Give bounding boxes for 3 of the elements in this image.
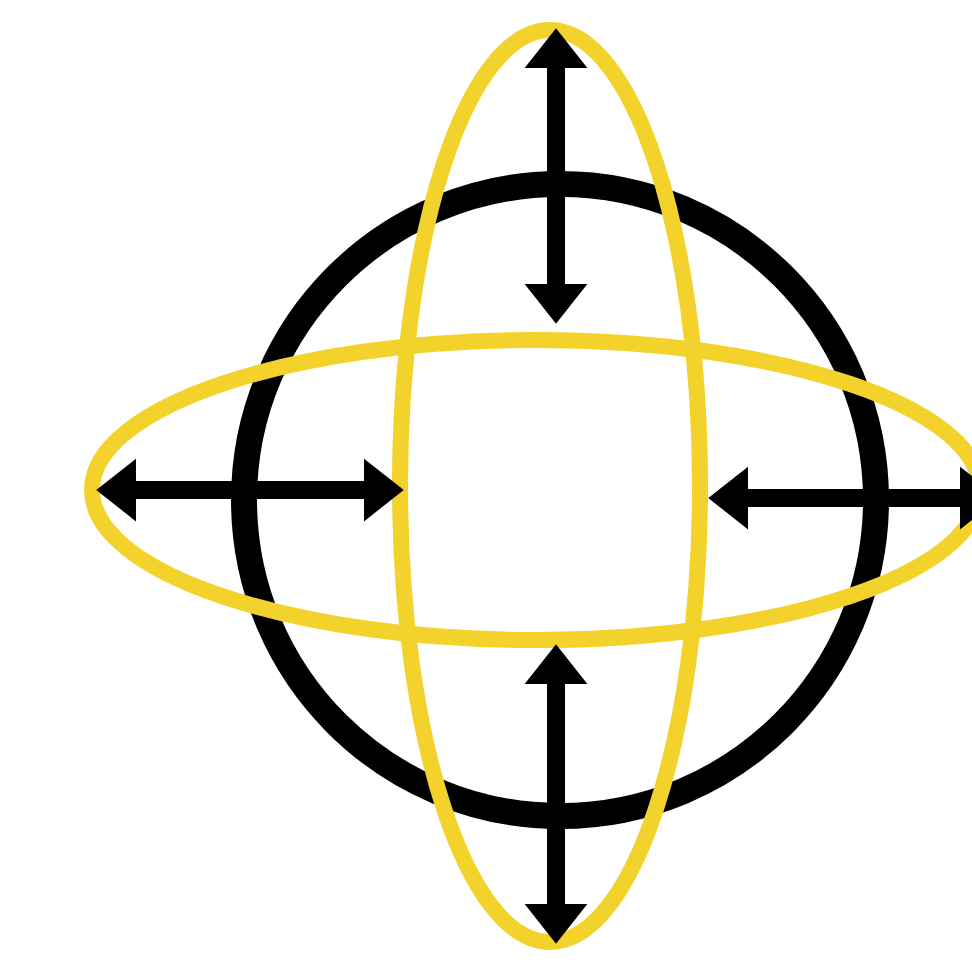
ellipse-outline xyxy=(84,332,972,648)
circle-outline xyxy=(231,171,889,829)
ellipse-outline xyxy=(392,22,708,950)
